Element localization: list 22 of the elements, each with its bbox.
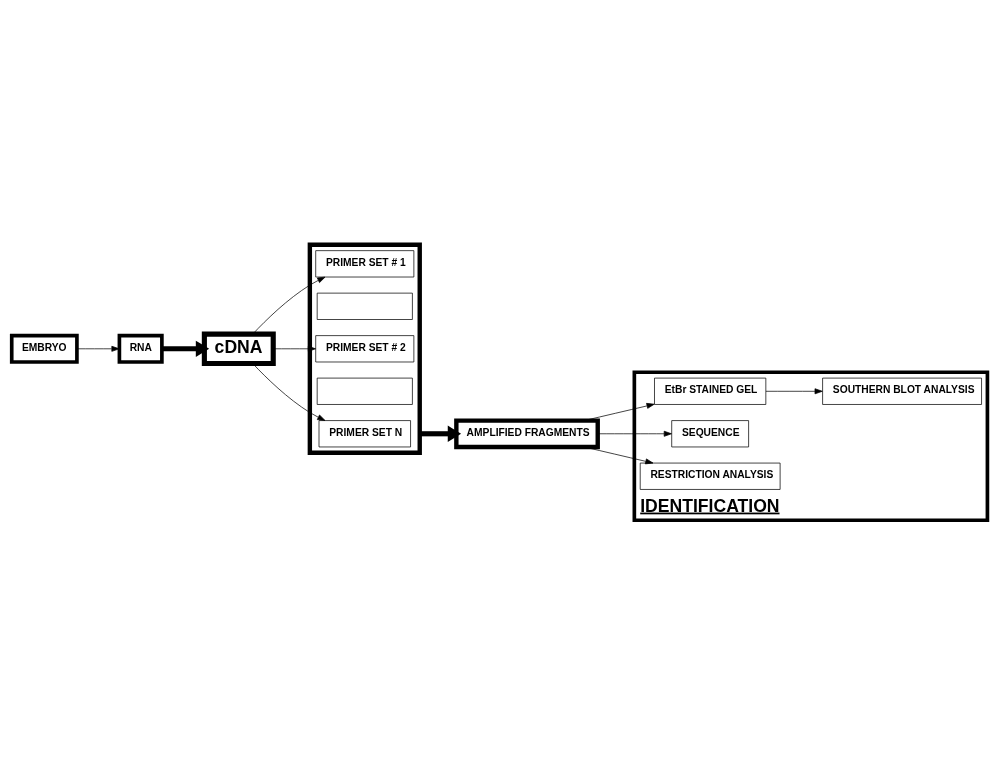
node-box: AMPLIFIED FRAGMENTS	[454, 417, 600, 449]
node-box: cDNA	[201, 331, 276, 366]
node-box: EMBRYO	[9, 333, 79, 364]
arrow	[76, 345, 120, 352]
node-box: RESTRICTION ANALYSIS	[639, 462, 781, 490]
arrow	[252, 276, 326, 334]
arrow	[272, 345, 316, 352]
arrow	[162, 340, 210, 357]
node-box: SOUTHERN BLOT ANALYSIS	[822, 377, 982, 405]
node-box: PRIMER SET # 2	[315, 334, 415, 362]
node-box	[316, 292, 413, 320]
node-box	[316, 377, 413, 405]
node-box: RNA	[117, 333, 164, 364]
arrow	[583, 402, 655, 421]
node-box: PRIMER SET # 1	[315, 249, 415, 277]
arrow	[765, 387, 823, 394]
node-box: EtBr STAINED GEL	[654, 377, 767, 405]
node-box: SEQUENCE	[671, 419, 749, 447]
node-box: PRIMER SET N	[318, 419, 411, 447]
arrow	[583, 446, 654, 464]
arrow	[597, 430, 672, 437]
arrow	[419, 425, 462, 442]
